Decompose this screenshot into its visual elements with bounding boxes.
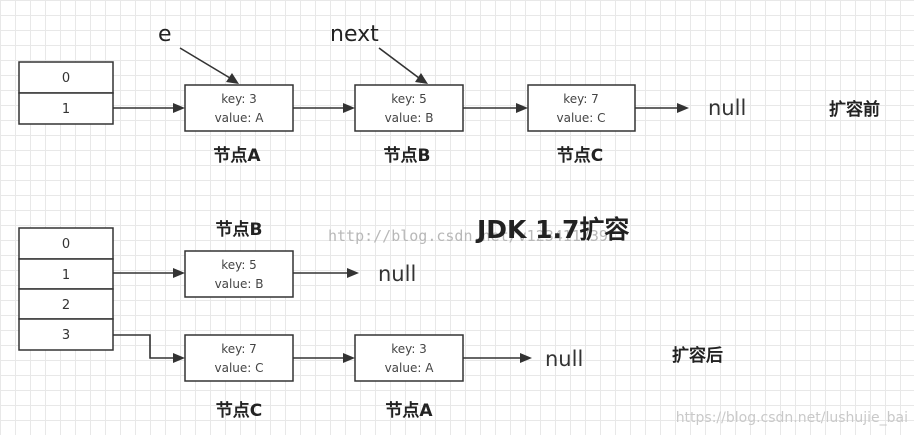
arrow-head: [516, 103, 528, 113]
node-key: key: 3: [391, 342, 427, 356]
pointer-e-arrow: [179, 47, 231, 79]
node-b-after-name: 节点B: [216, 219, 263, 240]
node-box: [184, 84, 294, 132]
node-name: 节点C: [557, 145, 603, 166]
arrow-bucket3-to-node-c: [113, 334, 175, 359]
node-value: value: A: [385, 361, 435, 375]
arrows-before: [113, 47, 689, 113]
table-after-index-3: 3: [62, 328, 70, 343]
arrow-head: [173, 268, 185, 278]
node-value: value: C: [556, 111, 605, 125]
null-before: null: [708, 96, 746, 120]
node-box: [354, 334, 464, 382]
arrow-head: [226, 73, 239, 84]
table-after: 0 1 2 3: [18, 227, 114, 351]
node-c-before: key: 7 value: C 节点C: [527, 84, 636, 166]
table-before-index-0: 0: [62, 71, 70, 86]
node-key: key: 7: [563, 92, 599, 106]
arrow-head: [677, 103, 689, 113]
node-a-after: key: 3 value: A 节点A: [354, 334, 464, 421]
table-after-cell-0: [18, 227, 114, 260]
node-value: value: A: [215, 111, 265, 125]
node-name: 节点A: [385, 400, 433, 421]
table-after-index-2: 2: [62, 298, 70, 313]
arrows-after: [113, 268, 532, 363]
node-b-after: key: 5 value: B: [184, 250, 294, 298]
node-key: key: 5: [391, 92, 427, 106]
table-after-cell-1: [18, 258, 114, 290]
diagram-title: JDK 1.7扩容: [475, 215, 629, 244]
node-key: key: 3: [221, 92, 257, 106]
node-value: value: B: [215, 277, 264, 291]
table-before-cell-1: [18, 92, 114, 125]
node-box: [184, 250, 294, 298]
node-box: [184, 334, 294, 382]
null-after-bucket3: null: [545, 347, 583, 371]
node-value: value: C: [214, 361, 263, 375]
node-a-before: key: 3 value: A 节点A: [184, 84, 294, 166]
pointer-e-label: e: [158, 22, 172, 47]
arrow-head: [415, 73, 428, 84]
node-box: [527, 84, 636, 132]
node-name: 节点A: [213, 145, 261, 166]
pointer-next-label: next: [330, 22, 379, 47]
arrow-head: [347, 268, 359, 278]
arrow-head: [520, 353, 532, 363]
node-name: 节点B: [384, 145, 431, 166]
node-value: value: B: [385, 111, 434, 125]
arrow-head: [343, 103, 355, 113]
node-name: 节点C: [216, 400, 262, 421]
table-after-cell-3: [18, 318, 114, 351]
table-after-index-0: 0: [62, 237, 70, 252]
arrow-head: [173, 103, 185, 113]
pointer-next-arrow: [378, 47, 420, 79]
node-key: key: 5: [221, 258, 257, 272]
node-b-before: key: 5 value: B 节点B: [354, 84, 464, 166]
table-after-index-1: 1: [62, 268, 70, 283]
node-box: [354, 84, 464, 132]
null-after-bucket1: null: [378, 262, 416, 286]
watermark-center: http://blog.csdn.net/v123411739: [328, 227, 608, 245]
node-key: key: 7: [221, 342, 257, 356]
table-after-cell-2: [18, 288, 114, 320]
table-before-cell-0: [18, 61, 114, 94]
table-before-index-1: 1: [62, 102, 70, 117]
arrow-head: [173, 353, 185, 363]
table-before: 0 1: [18, 61, 114, 125]
label-after-resize: 扩容后: [672, 345, 723, 366]
label-before-resize: 扩容前: [829, 99, 880, 120]
watermark-corner: https://blog.csdn.net/lushujie_bai: [676, 410, 908, 426]
node-c-after: key: 7 value: C 节点C: [184, 334, 294, 421]
arrow-head: [343, 353, 355, 363]
